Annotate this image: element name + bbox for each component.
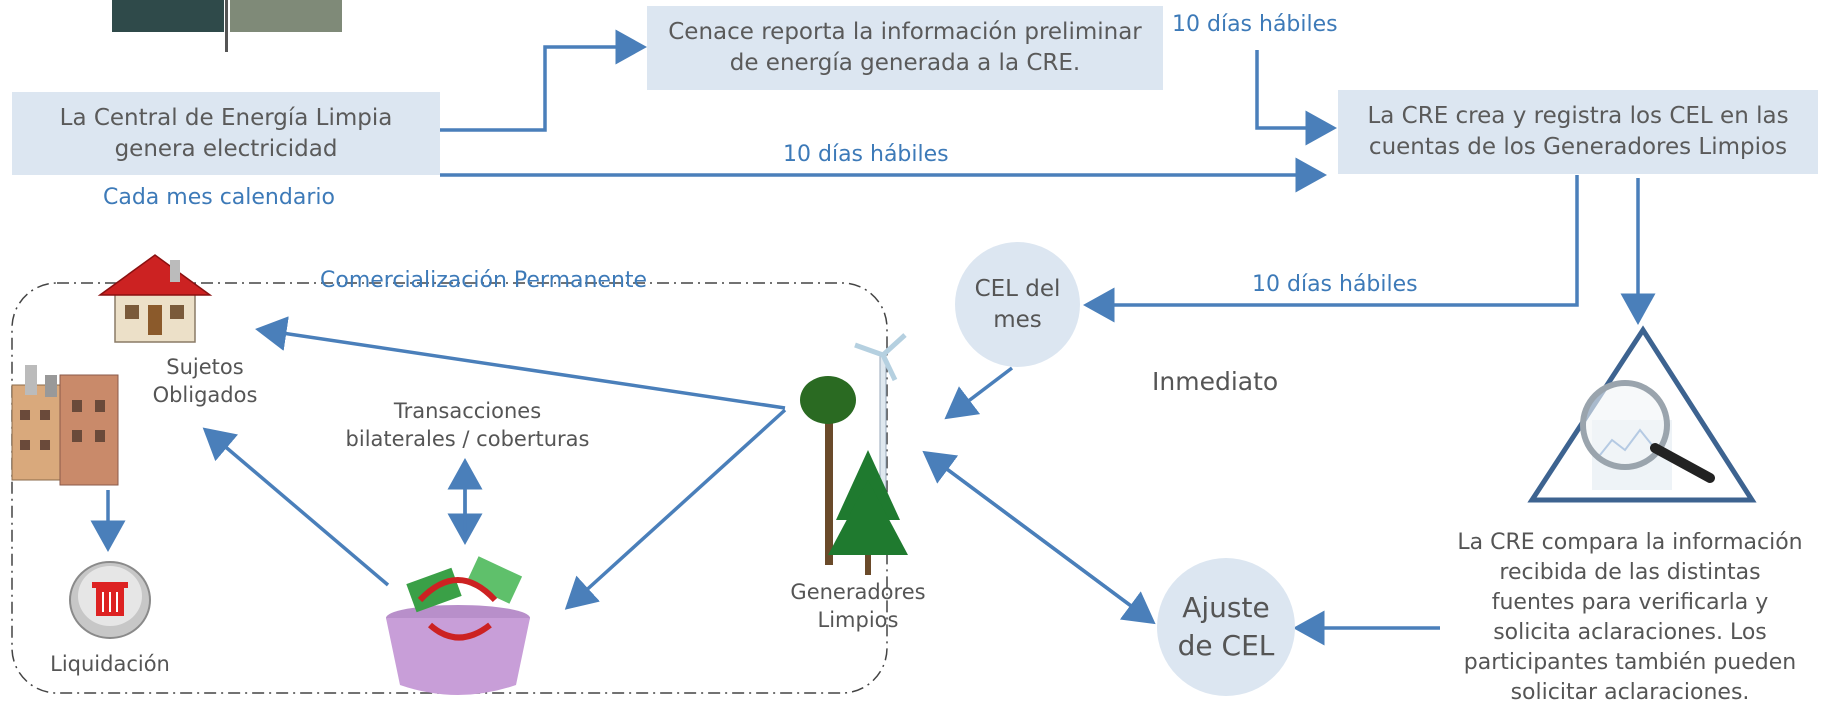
ajuste-line-1: Ajuste xyxy=(1182,591,1270,624)
arrow-cenace-to-cre xyxy=(1255,50,1337,146)
ajuste-line-2: de CEL xyxy=(1177,629,1275,662)
magnifier-triangle-icon xyxy=(1527,325,1757,503)
central-line-1: La Central de Energía Limpia xyxy=(59,104,393,131)
ajuste-circle: Ajuste de CEL xyxy=(1157,558,1295,696)
house-icon xyxy=(97,254,213,343)
central-box: La Central de Energía Limpia genera elec… xyxy=(12,92,440,175)
arrow-cre-to-cel-mes xyxy=(1083,175,1579,323)
cel-mes-circle: CEL del mes xyxy=(955,242,1080,367)
arrow-cel-mes-to-generadores xyxy=(944,366,1014,420)
top-image-fragment xyxy=(112,0,342,52)
compara-line-5: participantes también pueden xyxy=(1463,650,1797,675)
transacciones-line-1: Transacciones xyxy=(393,399,542,423)
trash-coin-icon xyxy=(69,561,151,639)
sujetos-label: Sujetos Obligados xyxy=(140,353,270,409)
cenace-line-1: Cenace reporta la información preliminar xyxy=(668,19,1142,45)
generadores-label: Generadores Limpios xyxy=(778,578,938,634)
comercializacion-label: Comercialización Permanente xyxy=(320,268,648,293)
dias-label-top: 10 días hábiles xyxy=(1172,12,1338,37)
cre-box: La CRE crea y registra los CEL en las cu… xyxy=(1338,90,1818,174)
money-basket-icon xyxy=(386,556,530,695)
compara-line-2: recibida de las distintas xyxy=(1499,560,1761,585)
transacciones-line-2: bilaterales / coberturas xyxy=(345,427,590,451)
cel-mes-line-2: mes xyxy=(993,306,1042,333)
cel-mes-line-1: CEL del xyxy=(974,275,1061,302)
cada-mes-label: Cada mes calendario xyxy=(103,185,335,210)
dias-label-cel: 10 días hábiles xyxy=(1252,272,1418,297)
cre-line-2: cuentas de los Generadores Limpios xyxy=(1368,134,1788,160)
cre-line-1: La CRE crea y registra los CEL en las xyxy=(1367,103,1789,129)
compara-line-6: solicitar aclaraciones. xyxy=(1510,680,1750,705)
factory-icon xyxy=(11,365,119,486)
central-line-2: genera electricidad xyxy=(114,135,338,162)
arrow-central-to-cenace xyxy=(440,29,647,132)
arrow-generadores-to-basket xyxy=(564,408,787,610)
cenace-line-2: de energía generada a la CRE. xyxy=(729,50,1081,76)
arrow-generadores-to-sujetos xyxy=(255,316,786,410)
cenace-box: Cenace reporta la información preliminar… xyxy=(647,6,1163,90)
arrow-basket-to-sujetos xyxy=(202,427,390,587)
compara-text: La CRE compara la información recibida d… xyxy=(1440,528,1820,708)
inmediato-label: Inmediato xyxy=(1152,367,1279,396)
dias-label-mid: 10 días hábiles xyxy=(783,142,949,167)
sujetos-line-2: Obligados xyxy=(152,383,258,407)
trees-turbine-icon xyxy=(800,333,908,575)
generadores-line-2: Limpios xyxy=(817,608,899,632)
compara-line-4: solicita aclaraciones. Los xyxy=(1493,620,1767,645)
transacciones-label: Transacciones bilaterales / coberturas xyxy=(330,397,605,453)
sujetos-line-1: Sujetos xyxy=(166,355,244,379)
compara-line-3: fuentes para verificarla y xyxy=(1491,590,1769,615)
compara-line-1: La CRE compara la información xyxy=(1457,530,1803,555)
liquidacion-label: Liquidación xyxy=(50,652,170,676)
generadores-line-1: Generadores xyxy=(790,580,926,604)
